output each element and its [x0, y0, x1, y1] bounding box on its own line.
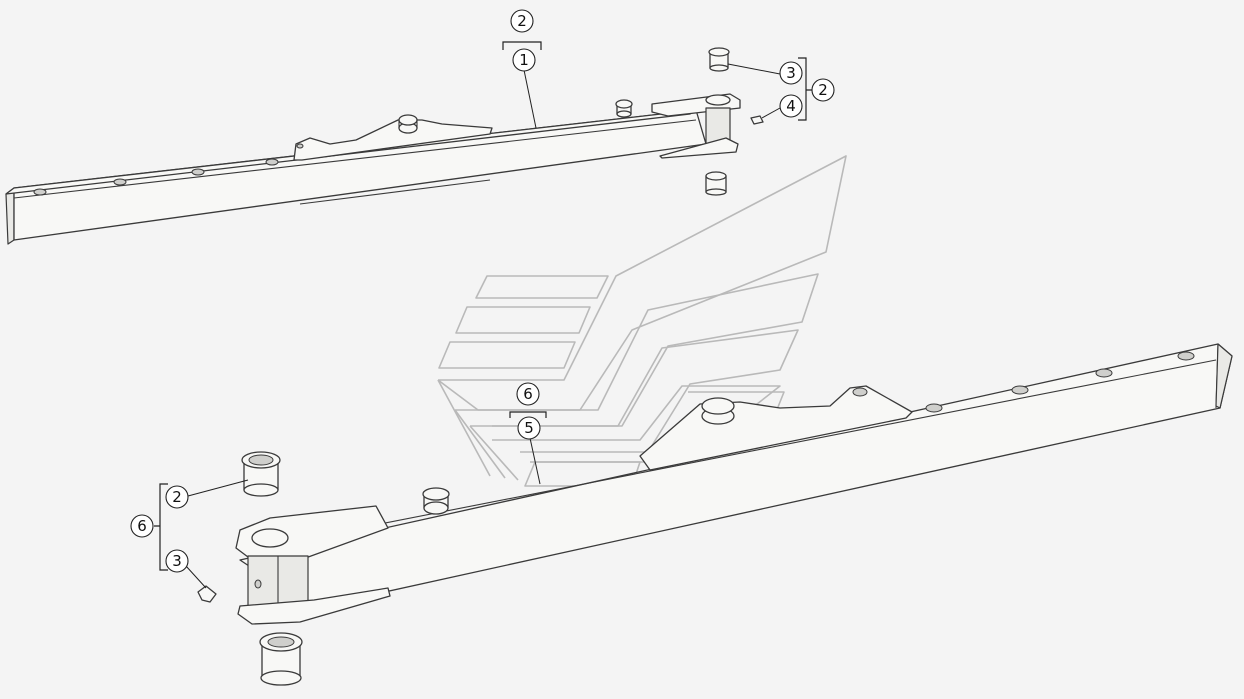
top-bushing-upper	[708, 47, 730, 72]
bottom-mounting-bracket	[639, 385, 913, 471]
svg-text:1: 1	[519, 51, 529, 69]
leader-top-beam	[523, 69, 537, 129]
callout-top-group-right: 2	[811, 78, 835, 102]
top-bushing-lower	[705, 171, 727, 196]
leader-top-nipple	[761, 107, 781, 119]
svg-text:6: 6	[137, 517, 147, 535]
callout-bottom-nipple: 3	[165, 549, 189, 573]
bottom-bushing-lower	[259, 632, 303, 686]
leader-top-bushing	[727, 63, 781, 75]
bottom-grease-nipple	[197, 585, 217, 603]
bottom-bushing-upper	[241, 451, 281, 497]
callout-middle-group: 6	[516, 382, 540, 406]
svg-text:2: 2	[818, 81, 828, 99]
top-pivot-eye	[651, 93, 741, 159]
callout-top-bushing: 3	[779, 61, 803, 85]
top-grease-nipple	[750, 115, 764, 125]
top-mounting-bracket	[293, 114, 493, 161]
bottom-frame-beam	[239, 343, 1233, 609]
callout-bottom-bushing: 2	[165, 485, 189, 509]
callout-top-nipple: 4	[779, 94, 803, 118]
svg-text:3: 3	[786, 64, 796, 82]
bottom-small-pin	[422, 487, 450, 515]
callout-top-group: 2	[510, 9, 534, 33]
callout-middle-part: 5	[517, 416, 541, 440]
svg-text:6: 6	[523, 385, 533, 403]
middle-group-bracket	[509, 411, 547, 418]
top-group-bracket	[502, 41, 542, 50]
leader-middle-part	[529, 437, 541, 485]
svg-text:4: 4	[786, 97, 796, 115]
svg-text:3: 3	[172, 552, 182, 570]
bottom-group-bracket	[154, 483, 168, 571]
top-frame-beam	[5, 109, 707, 245]
top-small-pin	[615, 99, 633, 118]
svg-text:5: 5	[524, 419, 534, 437]
right-group-bracket	[798, 57, 812, 121]
leader-bottom-nipple	[185, 565, 207, 589]
callout-bottom-group: 6	[130, 514, 154, 538]
callout-top-beam: 1	[512, 48, 536, 72]
watermark-logo	[437, 155, 847, 487]
svg-text:2: 2	[517, 12, 527, 30]
bottom-pivot-eye	[235, 505, 391, 625]
svg-text:2: 2	[172, 488, 182, 506]
leader-bottom-bushing	[187, 479, 249, 497]
